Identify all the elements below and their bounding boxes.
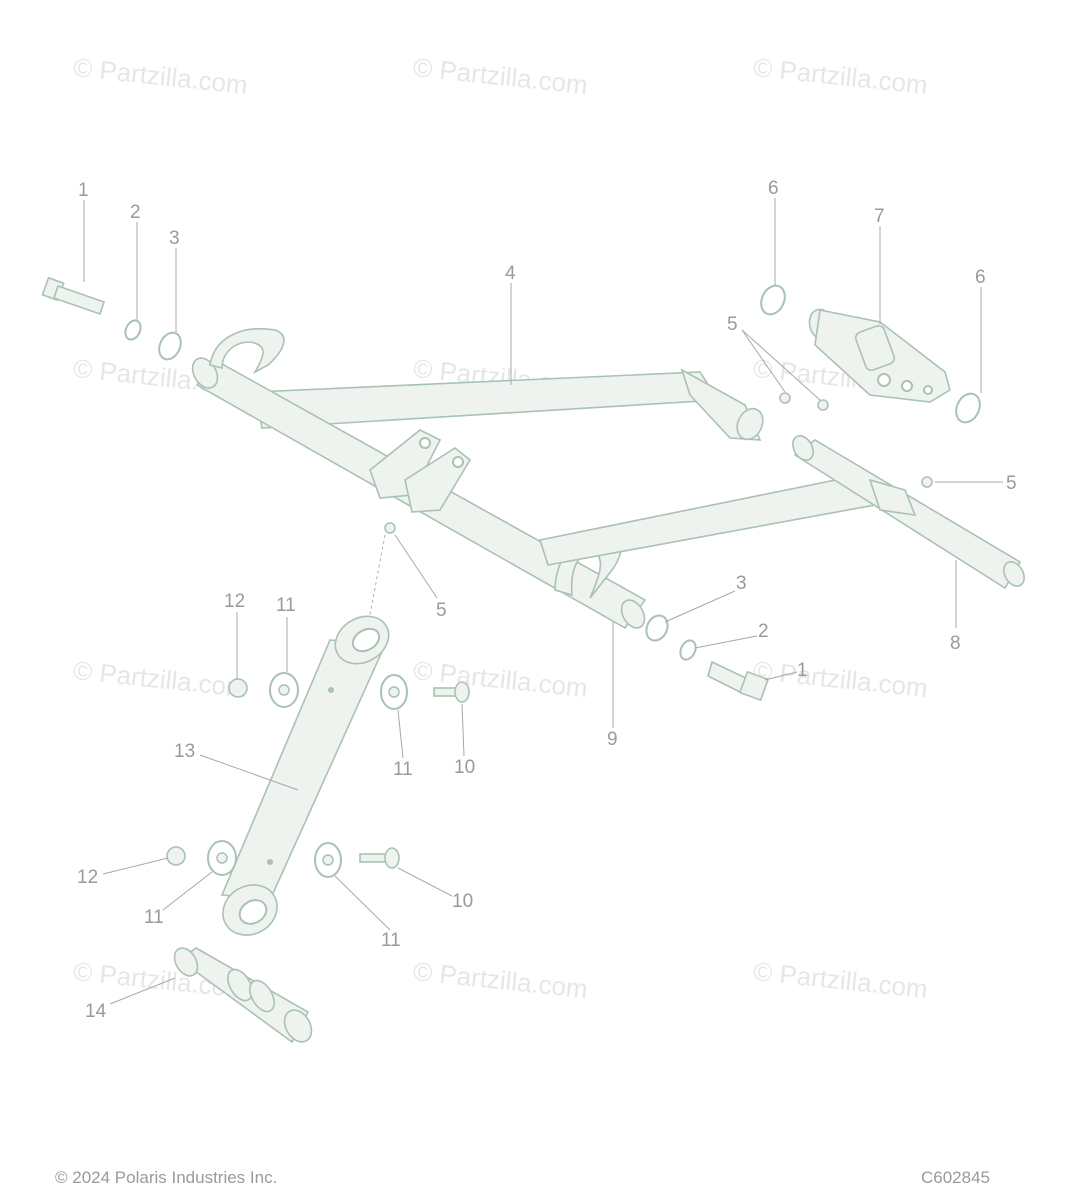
callout-5: 5	[1006, 473, 1017, 494]
callout-5: 5	[436, 600, 447, 621]
callout-8: 8	[950, 633, 961, 654]
part-1-bolt-left	[41, 276, 106, 316]
part-3-washer	[645, 614, 669, 642]
callout-13: 13	[174, 741, 195, 762]
callout-labels: 1 2 3 4 5 6 7 6 5 5 8 9 3 2 1 12 11 11 1…	[77, 178, 1017, 1022]
callout-12: 12	[224, 591, 245, 612]
part-12-nut	[166, 846, 186, 866]
callout-11: 11	[381, 930, 401, 951]
callout-11: 11	[144, 907, 164, 928]
callout-12: 12	[77, 867, 98, 888]
callout-11: 11	[276, 595, 296, 616]
callout-5: 5	[727, 314, 738, 335]
diagram-code: C602845	[921, 1168, 991, 1187]
part-6-oring	[760, 284, 786, 316]
part-11-washer	[380, 674, 408, 710]
part-3-washer	[158, 331, 182, 361]
part-1-bolt-right	[707, 660, 770, 702]
part-7-housing	[808, 308, 951, 403]
callout-2: 2	[758, 621, 769, 642]
part-11-washer	[207, 840, 237, 876]
callout-14: 14	[85, 1001, 107, 1022]
callout-3: 3	[736, 573, 747, 594]
part-13-link-arm	[220, 615, 390, 936]
part-5-fittings	[384, 392, 933, 534]
part-10-bolt	[433, 681, 470, 703]
part-11-washer	[314, 842, 342, 878]
part-2-washer	[679, 639, 697, 661]
callout-1: 1	[797, 660, 808, 681]
callout-7: 7	[874, 206, 885, 227]
part-12-nut	[228, 678, 248, 698]
part-10-bolt	[359, 847, 400, 869]
part-9-main-tube	[191, 328, 647, 630]
part-2-washer	[124, 319, 142, 341]
part-11-washer	[269, 672, 299, 708]
part-4-upper-tube	[254, 368, 764, 441]
callout-6: 6	[768, 178, 779, 199]
callout-11: 11	[393, 759, 413, 780]
callout-3: 3	[169, 228, 180, 249]
part-6-oring	[955, 392, 981, 424]
part-14-bushing	[173, 947, 313, 1044]
callout-4: 4	[505, 263, 516, 284]
callout-9: 9	[607, 729, 618, 750]
copyright-text: © 2024 Polaris Industries Inc.	[55, 1168, 278, 1187]
callout-10: 10	[452, 891, 473, 912]
callout-6: 6	[975, 267, 986, 288]
callout-1: 1	[78, 180, 89, 201]
part-8-lower-tube	[538, 435, 1025, 590]
leader-lines	[83, 198, 1003, 1005]
callout-2: 2	[130, 202, 141, 223]
callout-10: 10	[454, 757, 475, 778]
